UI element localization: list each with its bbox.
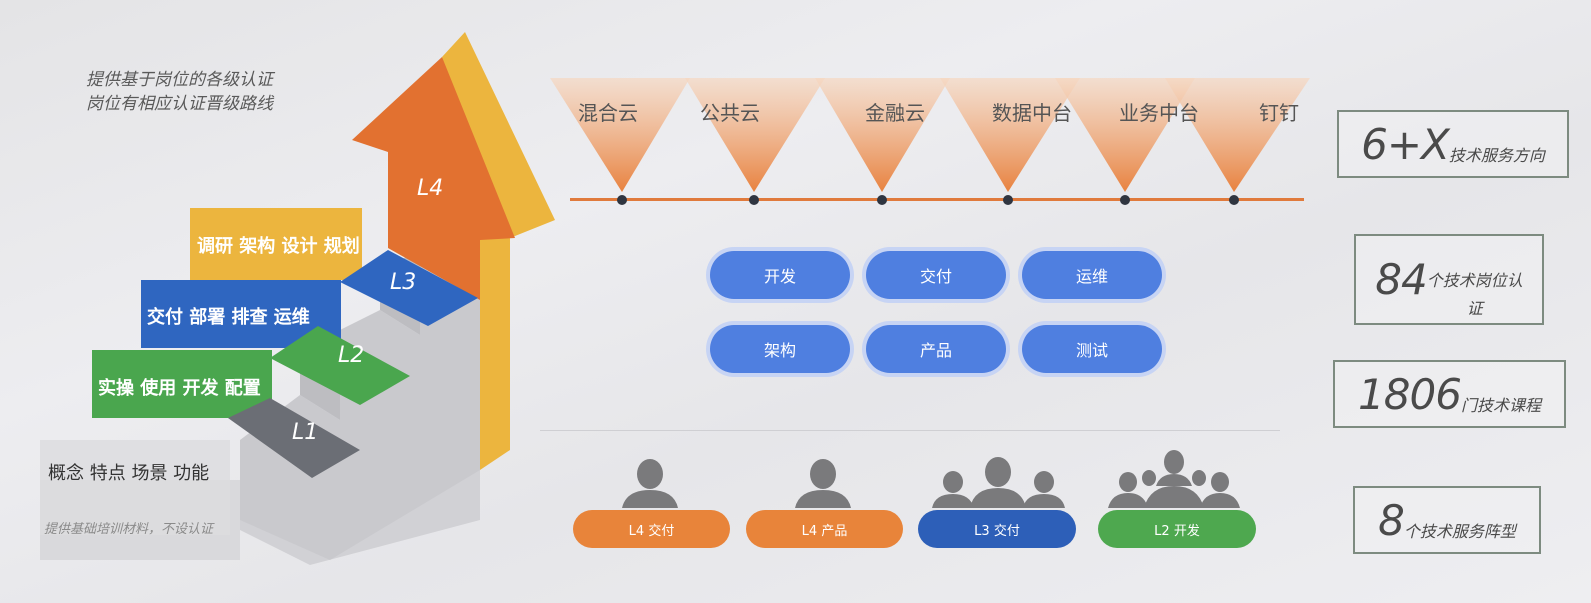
team-l4-delivery: L4 交付 [573,510,730,548]
l4-skill-box [190,208,362,280]
direction-finance-cloud: 金融云 [865,101,925,125]
l1-step-face [228,398,360,478]
l1-note: 提供基础培训材料，不设认证 [44,522,214,537]
stat-number: 1806 [1358,369,1462,419]
l2-skills: 实操 使用 开发 配置 [98,378,261,399]
certification-staircase [40,32,555,565]
role-product: 产品 [866,325,1006,373]
stat-unit: 个技术服务阵型 [1403,522,1516,541]
role-testing: 测试 [1022,325,1162,373]
timeline-dot [617,195,627,205]
direction-data-platform: 数据中台 [992,101,1072,125]
direction-hybrid-cloud: 混合云 [578,101,638,125]
l2-skill-box [92,350,272,418]
timeline-dot [1120,195,1130,205]
stat-number: 6+X [1361,119,1450,169]
person-icon [795,459,851,508]
role-dev: 开发 [710,251,850,299]
l3-skills: 交付 部署 排查 运维 [147,307,310,328]
stat-unit: 个技术岗位认证 [1426,271,1523,318]
role-delivery: 交付 [866,251,1006,299]
direction-dingtalk: 钉钉 [1259,101,1299,125]
tagline-line1: 提供基于岗位的各级认证 [86,70,273,90]
team-l4-product: L4 产品 [746,510,903,548]
direction-public-cloud: 公共云 [700,101,760,125]
stat-courses: 1806 门技术课程 [1333,360,1566,428]
team-people-icons [622,450,1240,508]
stat-unit: 门技术课程 [1460,396,1541,415]
l1-skills: 概念 特点 场景 功能 [48,463,210,484]
l3-step-face [340,250,478,326]
timeline-dot [749,195,759,205]
timeline-dot [877,195,887,205]
stat-number: 8 [1378,495,1405,545]
stat-number: 84 [1375,255,1427,304]
group-icon [932,457,1065,508]
l2-step-face [270,326,410,405]
l4-label: L4 [417,176,444,201]
stat-service-formations: 8 个技术服务阵型 [1353,486,1541,554]
tagline: 提供基于岗位的各级认证 岗位有相应认证晋级路线 [86,68,273,116]
tagline-line2: 岗位有相应认证晋级路线 [86,94,273,114]
stat-certifications: 84 个技术岗位认证 [1354,234,1544,325]
direction-business-platform: 业务中台 [1119,101,1199,125]
person-icon [622,459,678,508]
l1-label: L1 [292,420,319,445]
direction-funnels [550,78,1310,192]
team-l3-delivery: L3 交付 [918,510,1076,548]
l4-arrow [352,57,515,300]
role-architecture: 架构 [710,325,850,373]
stat-unit: 技术服务方向 [1448,146,1545,165]
l2-label: L2 [338,343,365,368]
stat-service-directions: 6+X 技术服务方向 [1337,110,1569,178]
direction-timeline [570,198,1304,201]
role-ops: 运维 [1022,251,1162,299]
timeline-dot [1229,195,1239,205]
l4-skills: 调研 架构 设计 规划 [197,236,360,257]
group-icon [1108,450,1240,508]
timeline-dot [1003,195,1013,205]
section-divider [540,430,1280,431]
l3-label: L3 [390,270,417,295]
team-l2-dev: L2 开发 [1098,510,1256,548]
